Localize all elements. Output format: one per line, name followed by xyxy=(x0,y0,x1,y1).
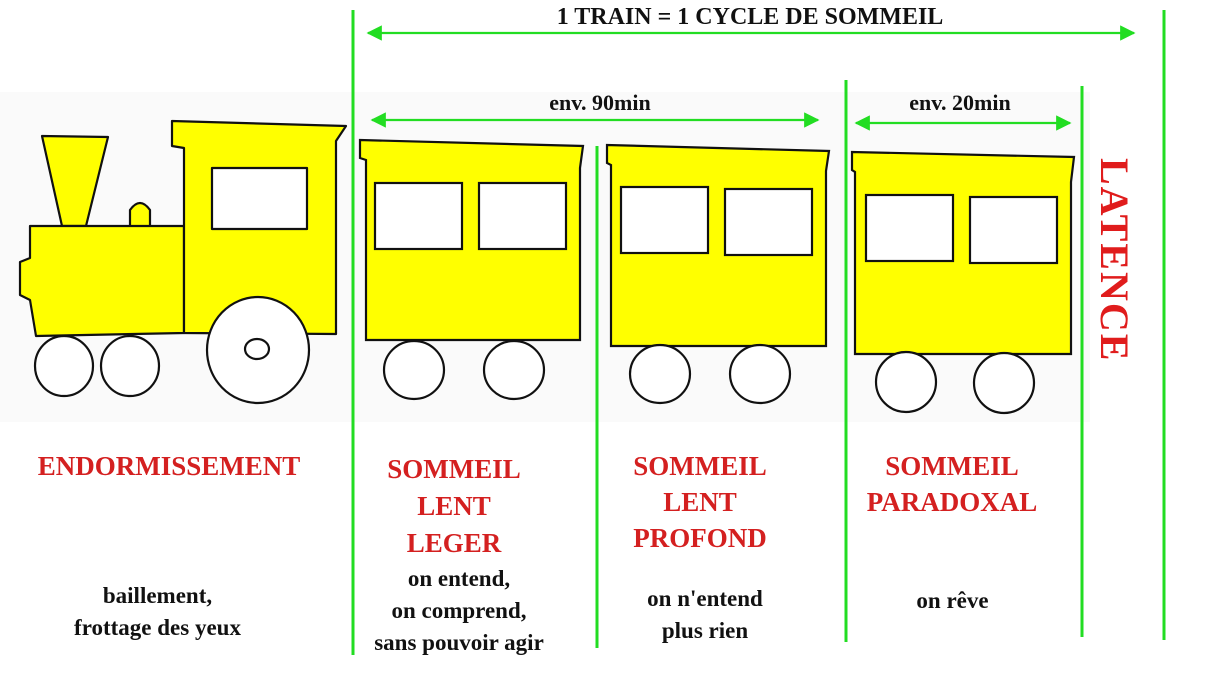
boiler xyxy=(18,224,186,338)
title-line: SOMMEIL xyxy=(387,454,521,484)
stage-title-endormissement: ENDORMISSEMENT xyxy=(10,448,328,484)
stage-desc-leger: on entend, on comprend, sans pouvoir agi… xyxy=(348,563,570,659)
stage-title-paradoxal: SOMMEIL PARADOXAL xyxy=(846,448,1058,520)
title-line: LEGER xyxy=(406,528,502,558)
title-line: LENT xyxy=(663,487,737,517)
desc-line: on rêve xyxy=(916,588,989,613)
duration-light-deep: env. 90min xyxy=(549,90,651,115)
desc-line: on n'entend xyxy=(647,586,763,611)
stage-title-leger: SOMMEIL LENT LEGER xyxy=(354,451,554,562)
cab-window xyxy=(210,166,309,231)
desc-line: baillement, xyxy=(102,583,213,608)
steam-dome xyxy=(128,201,152,230)
loco-axle xyxy=(243,337,271,361)
loco-wheel xyxy=(99,334,161,398)
title-line: SOMMEIL xyxy=(885,451,1019,481)
wagon-leger xyxy=(358,138,585,401)
duration-paradoxal: env. 20min xyxy=(909,90,1011,115)
loco-wheel xyxy=(33,334,95,398)
duration-arrows xyxy=(366,25,1136,131)
desc-line: frottage des yeux xyxy=(74,615,241,640)
title-line: SOMMEIL xyxy=(633,451,767,481)
desc-line: plus rien xyxy=(661,618,749,643)
cycle-label: 1 TRAIN = 1 CYCLE DE SOMMEIL xyxy=(556,4,944,30)
latence-label: LATENCE xyxy=(1092,158,1137,363)
wagon-profond xyxy=(605,143,831,405)
title-line: PARADOXAL xyxy=(866,487,1038,517)
stage-desc-endormissement: baillement, frottage des yeux xyxy=(10,580,305,644)
title-line: PROFOND xyxy=(633,523,767,553)
desc-line: on comprend, xyxy=(391,598,527,623)
desc-line: on entend, xyxy=(407,566,511,591)
stage-desc-paradoxal: on rêve xyxy=(850,585,1055,617)
stage-title-profond: SOMMEIL LENT PROFOND xyxy=(600,448,800,556)
stage-dividers xyxy=(351,10,1166,655)
stage-desc-profond: on n'entend plus rien xyxy=(600,583,810,647)
locomotive xyxy=(18,119,348,405)
desc-line: sans pouvoir agir xyxy=(374,630,544,655)
title-line: LENT xyxy=(417,491,491,521)
wagon-paradoxal xyxy=(850,150,1076,415)
title-line: ENDORMISSEMENT xyxy=(37,451,301,481)
